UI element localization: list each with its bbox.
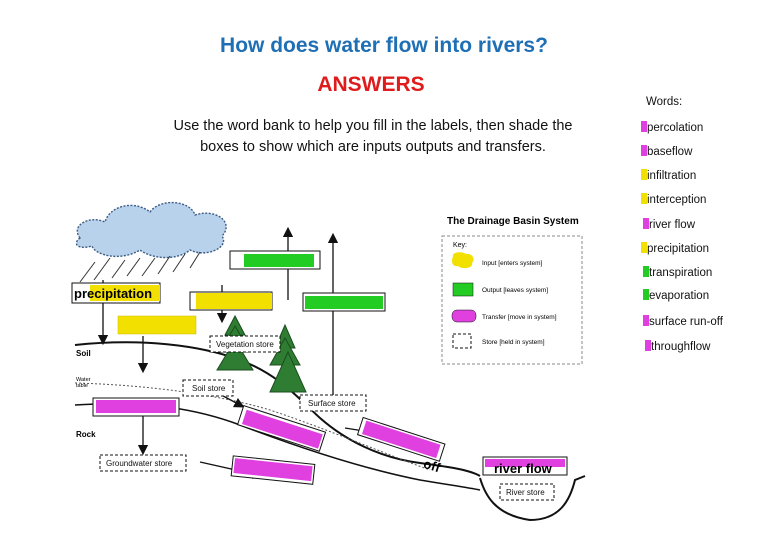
word-bank-item: river flow (643, 218, 695, 232)
soil-store-label: Soil store (192, 384, 226, 393)
answers-heading: ANSWERS (317, 73, 425, 96)
word-bank-word: transpiration (649, 267, 713, 279)
word-bank-item: throughflow (645, 340, 710, 354)
label-transpiration (229, 250, 321, 270)
word-bank-word: infiltration (647, 170, 697, 182)
color-swatch (641, 121, 647, 132)
label-surface-run-off: off (356, 416, 446, 476)
soil-layer-label: Soil (76, 349, 91, 358)
groundwater-store-box (99, 454, 187, 472)
svg-text:Key:: Key: (453, 242, 467, 249)
word-bank-title: Words: (646, 96, 683, 108)
color-swatch (641, 169, 647, 180)
surface-store-box (299, 394, 367, 412)
tree-icon (216, 314, 307, 393)
word-bank-item: baseflow (641, 145, 692, 159)
word-bank-word: precipitation (647, 243, 710, 255)
diagram-key: Key: Input [enters system] Output [leave… (441, 235, 583, 365)
word-bank-word: river flow (649, 219, 696, 231)
word-bank-word: surface run-off (649, 316, 723, 328)
word-bank-item: evaporation (643, 289, 709, 303)
color-swatch (641, 145, 647, 156)
svg-text:precipitation: precipitation (74, 286, 152, 301)
color-swatch (643, 266, 649, 277)
soil-store-box (182, 379, 234, 397)
svg-text:Store [held in system]: Store [held in system] (482, 339, 545, 346)
word-bank-word: interception (647, 194, 707, 206)
color-swatch (643, 315, 649, 326)
label-river-flow: river flow (482, 456, 568, 476)
color-swatch (643, 289, 649, 300)
surface-store-label: Surface store (308, 399, 356, 408)
color-swatch (641, 242, 647, 253)
instructions: Use the word bank to help you fill in th… (140, 116, 606, 158)
word-bank-item: interception (641, 193, 706, 207)
word-bank-item: surface run-off (643, 315, 723, 329)
svg-text:river flow: river flow (494, 461, 553, 476)
page-title: How does water flow into rivers? (220, 34, 548, 57)
cloud-icon (75, 201, 227, 259)
word-bank-word: throughflow (651, 341, 711, 353)
rain-icon (79, 251, 201, 283)
label-percolation (92, 397, 180, 417)
color-swatch (641, 193, 647, 204)
vegetation-store-box (209, 335, 281, 353)
rock-line (74, 402, 481, 491)
groundwater-store-label: Groundwater store (106, 459, 173, 468)
instructions-line-2: boxes to show which are inputs outputs a… (200, 139, 546, 155)
color-swatch (643, 218, 649, 229)
svg-text:off: off (422, 456, 443, 476)
word-bank-word: percolation (647, 122, 704, 134)
water-table-line (74, 382, 431, 471)
svg-text:Output [leaves system]: Output [leaves system] (482, 287, 548, 294)
label-evaporation (302, 292, 386, 312)
vegetation-store-label: Vegetation store (216, 340, 274, 349)
river-channel (479, 475, 586, 522)
label-baseflow (230, 455, 316, 485)
color-swatch (645, 340, 651, 351)
river-store-label: River store (506, 488, 545, 497)
word-bank-item: infiltration (641, 169, 696, 183)
word-bank-item: precipitation (641, 242, 709, 256)
svg-text:Transfer [move in system]: Transfer [move in system] (482, 314, 557, 321)
rock-layer-label: Rock (76, 430, 96, 439)
instructions-line-1: Use the word bank to help you fill in th… (173, 118, 573, 134)
ground-surface (74, 341, 481, 477)
river-store-box (499, 483, 555, 501)
label-interception (189, 291, 273, 311)
label-infiltration (117, 315, 197, 335)
word-bank-word: baseflow (647, 146, 693, 158)
diagram-title: The Drainage Basin System (447, 216, 579, 227)
word-bank-item: percolation (641, 121, 703, 135)
svg-text:Input [enters system]: Input [enters system] (482, 260, 543, 267)
label-precipitation: precipitation (71, 282, 161, 304)
word-bank-word: evaporation (649, 290, 710, 302)
label-throughflow (236, 404, 327, 452)
word-bank-item: transpiration (643, 266, 712, 280)
